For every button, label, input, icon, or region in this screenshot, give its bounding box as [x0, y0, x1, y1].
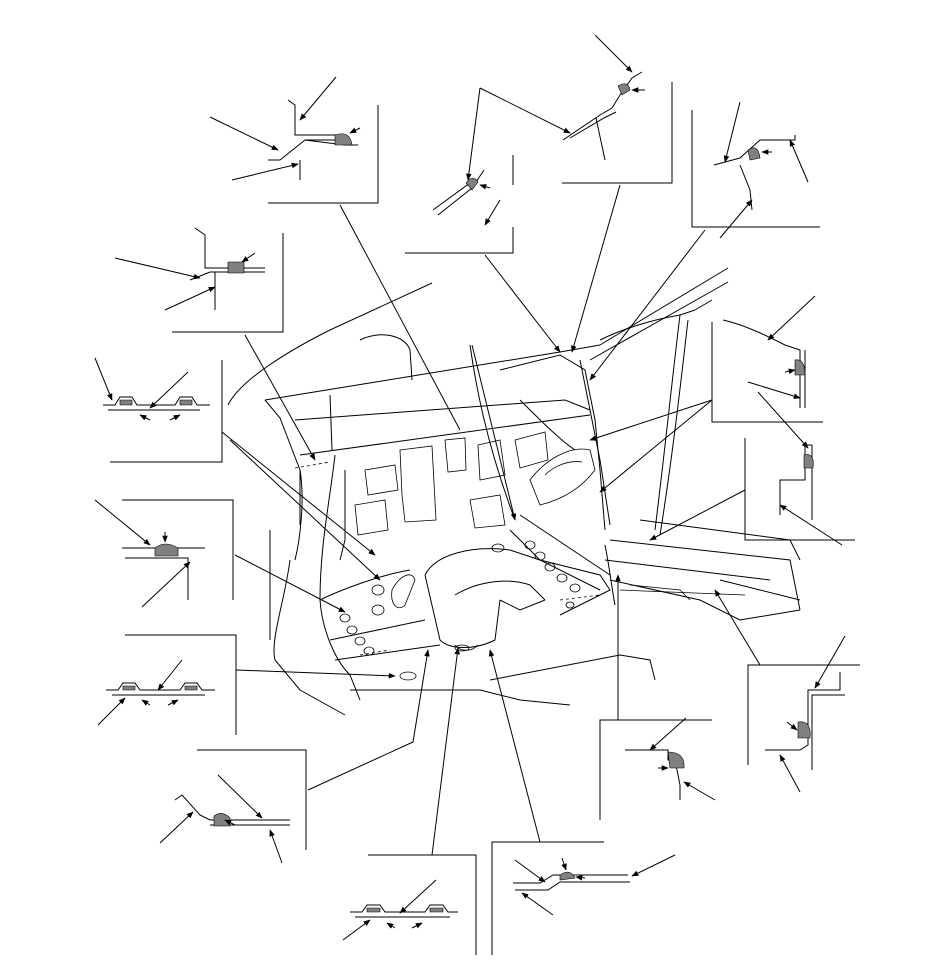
- detail-box-14: [649, 438, 855, 546]
- detail-box-15: [589, 295, 823, 493]
- detail-box-5: [114, 227, 316, 461]
- vehicle-rear-body-illustration: [227, 267, 801, 716]
- detail-box-1: [209, 76, 461, 431]
- detail-box-7: [94, 499, 346, 613]
- detail-box-9: [159, 649, 430, 864]
- detail-box-3: [562, 34, 673, 353]
- detail-box-6: [94, 357, 376, 556]
- detail-box-13: [714, 589, 860, 793]
- detail-box-12: [599, 574, 716, 820]
- detail-box-2: [405, 87, 571, 353]
- detail-box-4: [589, 101, 820, 381]
- detail-box-10: [342, 647, 477, 955]
- detail-box-11: [488, 649, 676, 955]
- detail-leader-extra: [229, 344, 517, 581]
- detail-box-8: [97, 634, 396, 735]
